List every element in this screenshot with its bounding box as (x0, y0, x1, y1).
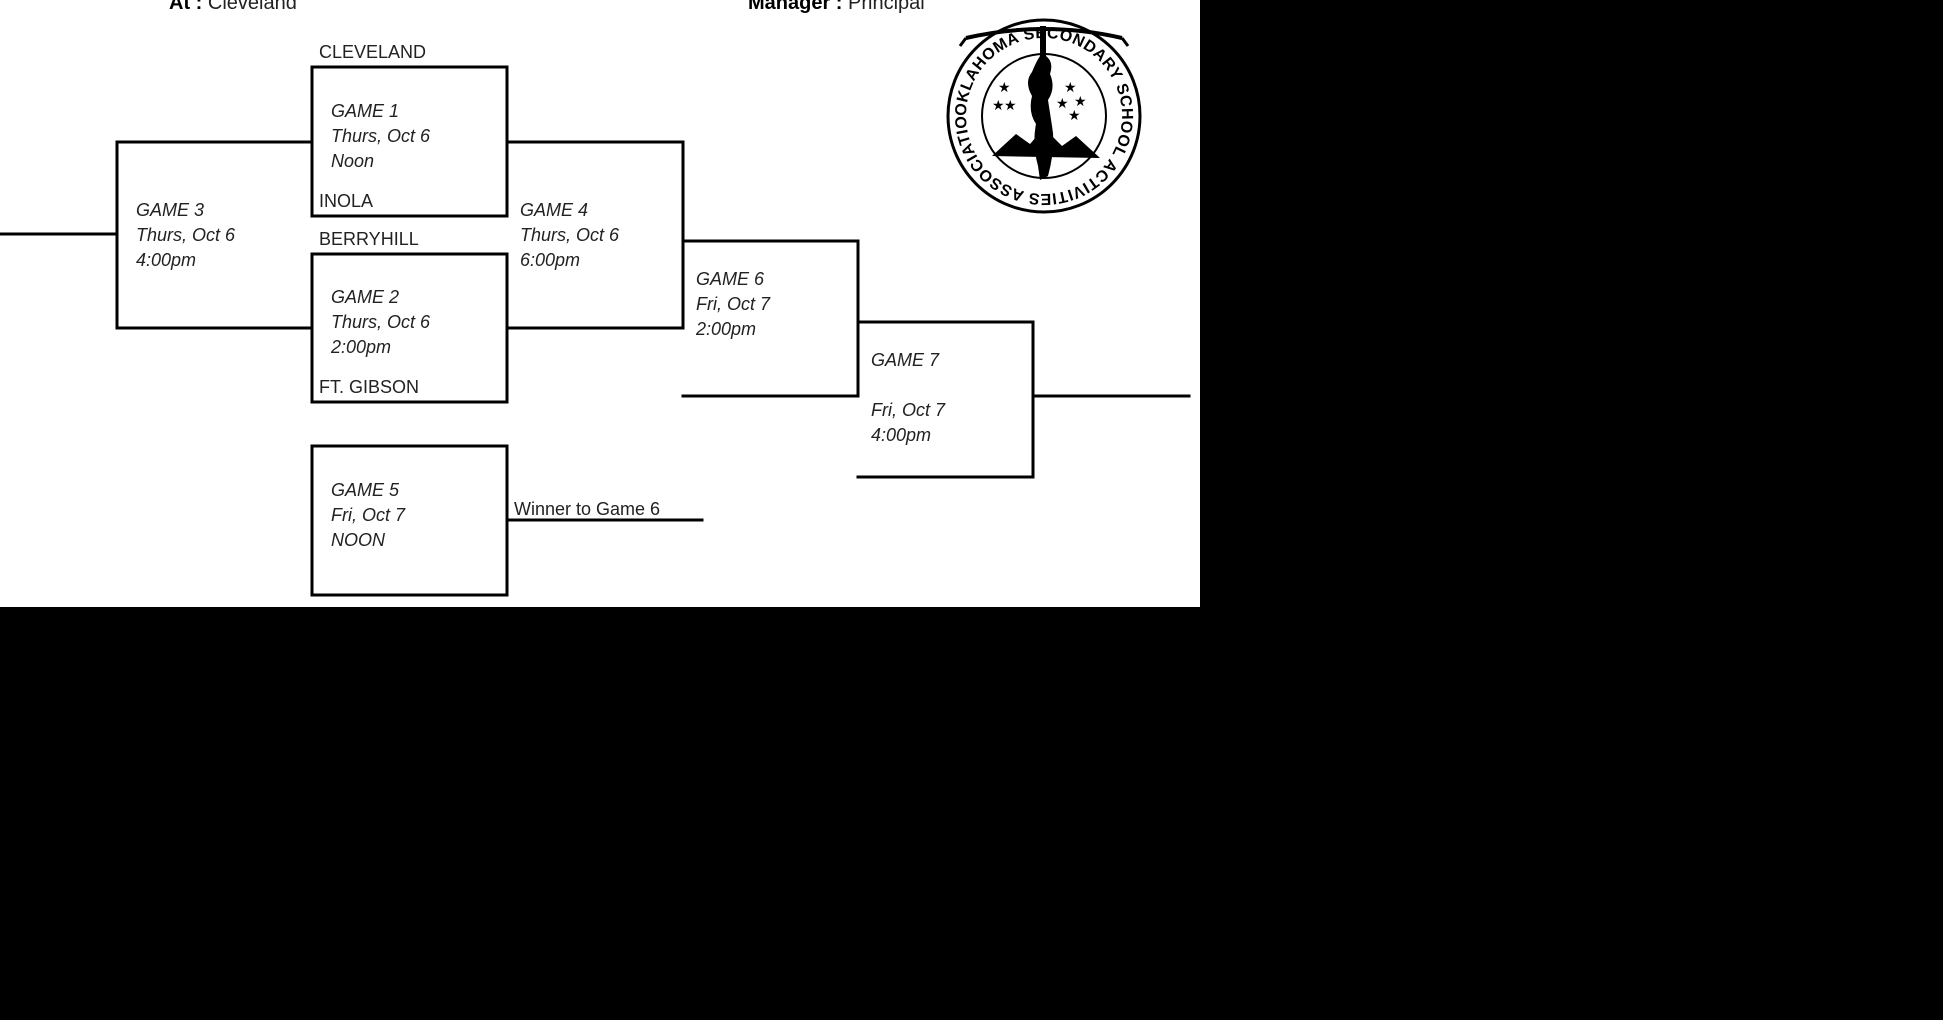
team-berryhill: BERRYHILL (319, 229, 419, 249)
osssa-seal-icon: OKLAHOMA SECONDARY SCHOOL ACTIVITIES ASS… (944, 16, 1142, 214)
host-site: At : Cleveland (169, 0, 297, 15)
game-1-box (310, 65, 509, 218)
game-3-day: Thurs, Oct 6 (136, 225, 236, 245)
game-1-time: Noon (331, 151, 375, 171)
manager: Manager : Principal (748, 0, 925, 15)
svg-text:★: ★ (998, 80, 1011, 96)
svg-text:★: ★ (1064, 80, 1077, 96)
game-7-day: Fri, Oct 7 (871, 400, 946, 420)
manager-label: Manager : (748, 0, 843, 14)
at-label: At : (169, 0, 203, 14)
svg-text:★: ★ (1068, 108, 1081, 124)
game-5-name: GAME 5 (331, 480, 400, 500)
game-4-bracket (505, 140, 685, 330)
game-6-time: 2:00pm (696, 319, 757, 339)
game-7-time: 4:00pm (871, 425, 932, 445)
svg-text:★: ★ (1074, 94, 1087, 110)
game-3-name: GAME 3 (136, 200, 205, 220)
game-6-name: GAME 6 (696, 269, 765, 289)
team-inola: INOLA (319, 191, 374, 211)
game-3-info: GAME 3 Thurs, Oct 6 4:00pm (136, 198, 235, 273)
game-2-info: GAME 2 Thurs, Oct 6 2:00pm (331, 285, 430, 360)
game-4-name: GAME 4 (520, 200, 589, 220)
bracket-lines (0, 65, 1191, 597)
game-2-day: Thurs, Oct 6 (331, 312, 431, 332)
game-6-day: Fri, Oct 7 (696, 294, 771, 314)
game-1-name: GAME 1 (331, 101, 400, 121)
svg-text:★: ★ (1056, 96, 1069, 112)
bracket-sheet: At : Cleveland Manager : Principal CLEVE… (0, 0, 1200, 607)
game-2-name: GAME 2 (331, 287, 400, 307)
game-1-info: GAME 1 Thurs, Oct 6 Noon (331, 99, 430, 174)
team-cleveland: CLEVELAND (319, 42, 427, 62)
game-2-box (310, 252, 509, 404)
game-4-time: 6:00pm (520, 250, 581, 270)
game-7-schedule: Fri, Oct 7 4:00pm (871, 398, 945, 448)
game-2-time: 2:00pm (331, 337, 392, 357)
game-5-time: NOON (331, 530, 385, 550)
game-7-bracket (856, 320, 1035, 479)
game-5-info: GAME 5 Fri, Oct 7 NOON (331, 478, 405, 553)
game-4-day: Thurs, Oct 6 (520, 225, 620, 245)
game-7-name: GAME 7 (871, 350, 940, 370)
svg-text:★: ★ (992, 98, 1005, 114)
game-4-info: GAME 4 Thurs, Oct 6 6:00pm (520, 198, 619, 273)
game-3-time: 4:00pm (136, 250, 197, 270)
at-value: Cleveland (207, 0, 297, 14)
game-5-day: Fri, Oct 7 (331, 505, 406, 525)
game-6-bracket (681, 239, 860, 398)
game-6-info: GAME 6 Fri, Oct 7 2:00pm (696, 267, 770, 342)
team-ft-gibson: FT. GIBSON (319, 377, 420, 397)
svg-text:★: ★ (1004, 98, 1017, 114)
manager-value: Principal (848, 0, 925, 14)
game-5-box (310, 444, 509, 597)
winner-to-game6-label: Winner to Game 6 (514, 499, 661, 519)
game-1-day: Thurs, Oct 6 (331, 126, 431, 146)
